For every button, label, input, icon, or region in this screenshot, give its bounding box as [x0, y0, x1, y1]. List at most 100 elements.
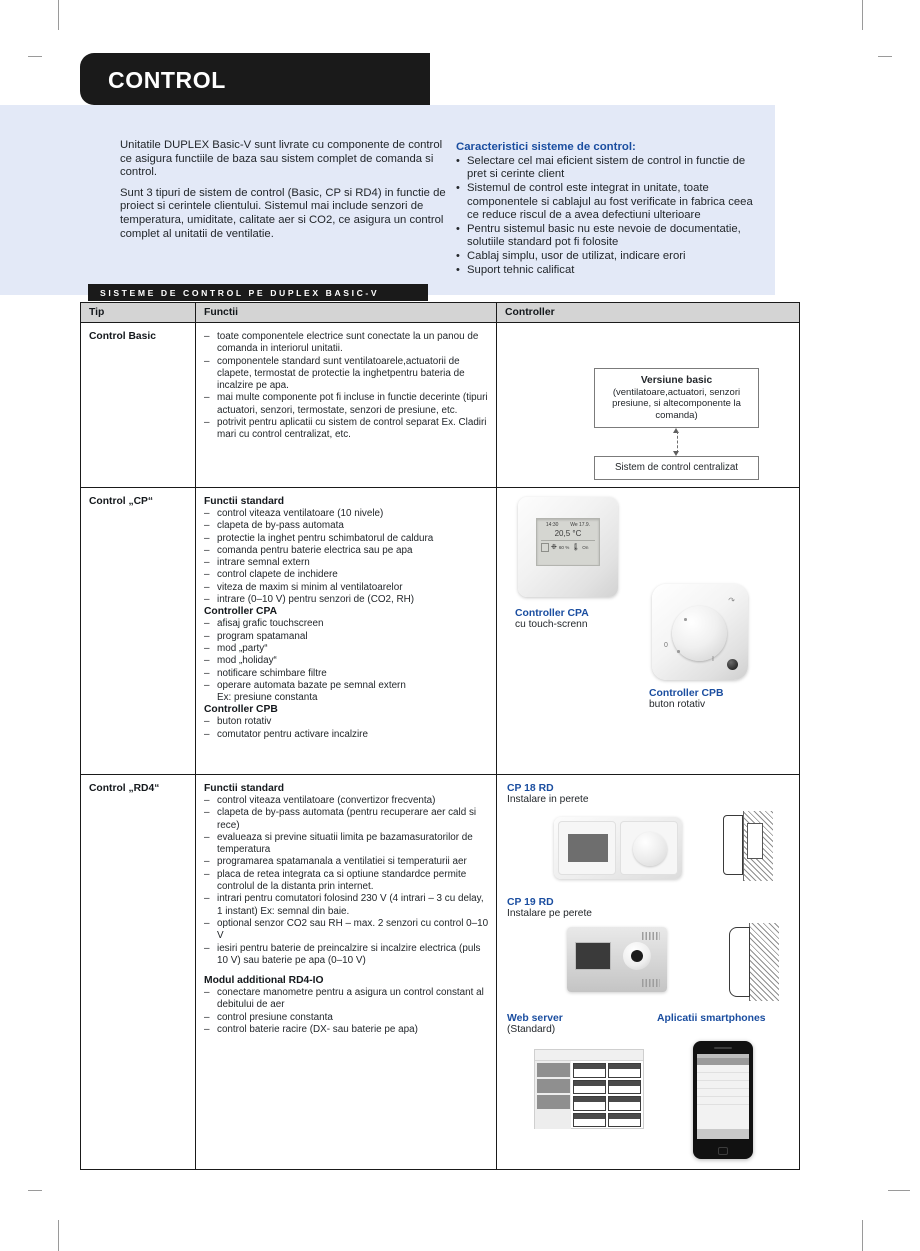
list-item: iesiri pentru baterie de preincalzire si… [204, 943, 490, 968]
smartphone-device-image [693, 1041, 753, 1159]
cpa-fan-percent: 60 % [558, 545, 570, 550]
cpa-display-screen: 14:30 We 17.9. 20,5 °C ❉ 60 % 🌡 On [536, 518, 600, 566]
controller-cpb-caption: Controller CPB [649, 688, 724, 699]
fan-icon: ❉ [551, 544, 557, 551]
cpa-time: 14:30 [545, 522, 559, 528]
list-item: viteza de maxim si minim al ventilatoare… [204, 582, 490, 595]
cp19-device-image [567, 927, 667, 992]
list-item: comanda pentru baterie electrica sau pe … [204, 545, 490, 558]
section-strip-label: SISTEME DE CONTROL PE DUPLEX BASIC-V [100, 288, 380, 298]
cp18-caption: CP 18 RD [507, 783, 554, 794]
vent-grille-icon [642, 979, 660, 987]
web-tile [608, 1063, 641, 1078]
functions-list: toate componentele electrice sunt conect… [204, 331, 490, 442]
page-title-banner: CONTROL [80, 53, 430, 105]
table-header-row: Tip Functii Controller [81, 303, 799, 323]
list-item: componentele standard sunt ventilatoarel… [204, 356, 490, 393]
web-server-caption: Web server [507, 1013, 563, 1024]
diagram-box-sistem-centralizat: Sistem de control centralizat [594, 456, 759, 480]
column-header-controller: Controller [505, 307, 555, 318]
list-item: comutator pentru activare incalzire [204, 729, 490, 742]
basic-control-diagram: Versiune basic (ventilatoare,actuatori, … [594, 368, 759, 480]
row-controller-cell: 14:30 We 17.9. 20,5 °C ❉ 60 % 🌡 On Contr… [497, 488, 799, 774]
list-item: Pentru sistemul basic nu este nevoie de … [456, 223, 756, 250]
row-functions-cell: Functii standard control viteaza ventila… [196, 488, 497, 774]
intro-paragraph-2: Sunt 3 tipuri de sistem de control (Basi… [120, 186, 446, 240]
list-item: potrivit pentru aplicatii cu sistem de c… [204, 417, 490, 442]
features-list: Selectare cel mai eficient sistem de con… [456, 155, 756, 278]
list-item: afisaj grafic touchscreen [204, 618, 490, 631]
controller-cpb-device-image: 0 I ↷ [652, 584, 748, 680]
list-item: notificare schimbare filtre [204, 668, 490, 681]
list-item: clapeta de by-pass automata (pentru recu… [204, 807, 490, 832]
subheading-functii-standard: Functii standard [204, 783, 285, 794]
subheading-controller-cpa: Controller CPA [204, 606, 278, 618]
list-item: Selectare cel mai eficient sistem de con… [456, 155, 756, 182]
cpb-min-mark: 0 [664, 642, 668, 649]
list-item: control clapete de inchidere [204, 569, 490, 582]
list-item: toate componentele electrice sunt conect… [204, 331, 490, 356]
controller-cpa-device-image: 14:30 We 17.9. 20,5 °C ❉ 60 % 🌡 On [518, 497, 618, 597]
cp18-backbox-icon [747, 823, 763, 859]
web-tile [573, 1063, 606, 1078]
functions-list: control viteaza ventilatoare (convertizo… [204, 795, 490, 967]
list-item: placa de retea integrata ca si optiune s… [204, 869, 490, 894]
calendar-icon [541, 543, 549, 552]
crop-mark-top-left [58, 0, 59, 30]
web-tile [608, 1112, 641, 1127]
thumbnail-photo [536, 1062, 570, 1077]
crop-mark-right-top [878, 56, 892, 57]
row-functions-cell: Functii standard control viteaza ventila… [196, 775, 497, 1169]
cpa-temperature: 20,5 °C [554, 529, 582, 538]
thumbnail-photo [536, 1078, 570, 1093]
controller-cpa-subcaption: cu touch-screnn [515, 619, 588, 630]
cp18-device-image [554, 817, 682, 879]
row-type-label: Control „RD4“ [89, 783, 160, 794]
diagram-box-versiune-basic: Versiune basic (ventilatoare,actuatori, … [594, 368, 759, 429]
list-item: buton rotativ [204, 716, 490, 729]
row-type-label: Control Basic [89, 331, 156, 342]
section-strip: SISTEME DE CONTROL PE DUPLEX BASIC-V [88, 284, 428, 301]
cp19-knob [623, 942, 651, 970]
cpb-max-mark: I [712, 656, 714, 663]
list-item: mod „holiday“ [204, 655, 490, 668]
list-item: evalueaza si previne situatii limita pe … [204, 832, 490, 857]
cp18-subcaption: Instalare in perete [507, 794, 589, 805]
smartphone-apps-caption: Aplicatii smartphones [657, 1013, 766, 1024]
list-item: intrari pentru comutatori folosind 230 V… [204, 893, 490, 918]
controller-cpa-caption: Controller CPA [515, 608, 589, 619]
table-row: Control „CP“ Functii standard control vi… [81, 488, 799, 775]
list-item: protectie la inghet pentru schimbatorul … [204, 533, 490, 546]
thumbnail-photo [536, 1094, 570, 1109]
controller-cpb-subcaption: buton rotativ [649, 699, 706, 710]
crop-mark-left-top [28, 56, 42, 57]
cpb-knob-dot [677, 650, 680, 653]
vent-grille-icon [642, 932, 660, 940]
rd4-io-features-list: conectare manometre pentru a asigura un … [204, 987, 490, 1036]
list-item: mai multe componente pot fi incluse in f… [204, 392, 490, 417]
row-type-cell: Control Basic [81, 323, 196, 487]
list-item: clapeta de by-pass automata [204, 520, 490, 533]
cpb-knob-dot [684, 618, 687, 621]
list-item: Cablaj simplu, usor de utilizat, indicar… [456, 250, 756, 264]
list-item: optional senzor CO2 sau RH – max. 2 senz… [204, 918, 490, 943]
row-type-label: Control „CP“ [89, 496, 154, 507]
row-functions-cell: toate componentele electrice sunt conect… [196, 323, 497, 487]
list-item: program spatamanal [204, 631, 490, 644]
table-row: Control „RD4“ Functii standard control v… [81, 775, 799, 1169]
web-tile [573, 1096, 606, 1111]
fan-arrow-icon: ↷ [728, 596, 735, 605]
phone-tabbar [697, 1129, 749, 1139]
list-item: intrare (0–10 V) pentru senzori de (CO2,… [204, 594, 490, 607]
thermometer-icon: 🌡 [571, 544, 581, 551]
list-item: conectare manometre pentru a asigura un … [204, 987, 490, 1012]
crop-mark-left-bottom [28, 1190, 42, 1191]
crop-mark-bottom-right [862, 1220, 863, 1251]
list-item: operare automata bazate pe semnal extern [204, 680, 490, 693]
cpb-indicator-led [727, 659, 738, 670]
web-tile [608, 1079, 641, 1094]
web-tile [573, 1112, 606, 1127]
features-block: Caracteristici sisteme de control: Selec… [456, 141, 756, 278]
web-tile [608, 1096, 641, 1111]
web-tile [573, 1079, 606, 1094]
